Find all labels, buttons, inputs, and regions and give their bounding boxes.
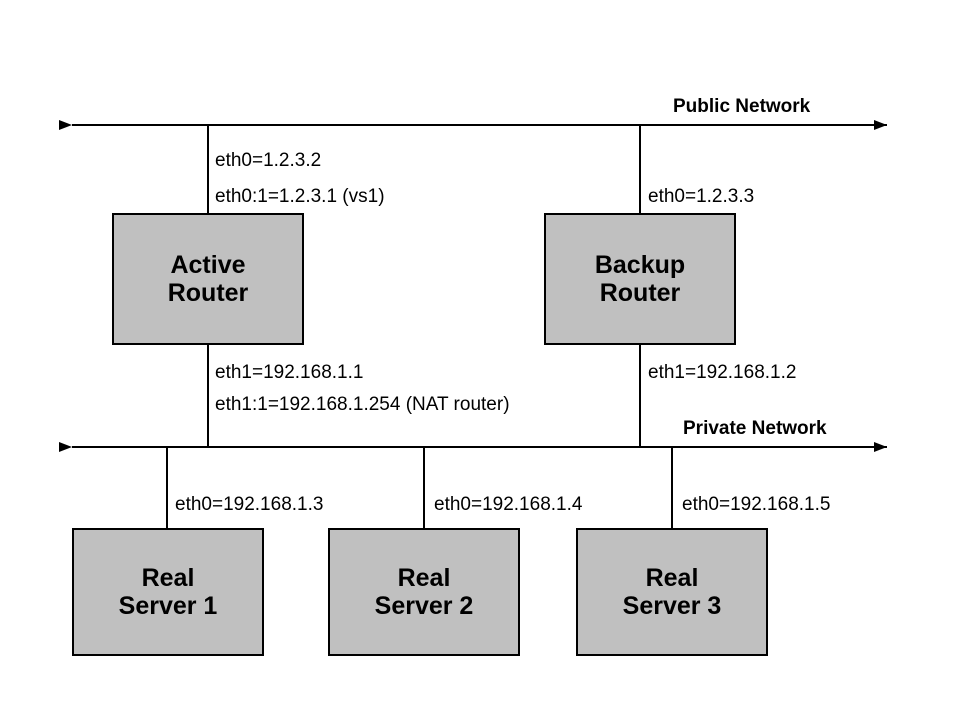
annotation-active-router-eth0-1: eth0:1=1.2.3.1 (vs1) (215, 186, 385, 207)
annotation-active-router-eth1-1: eth1:1=192.168.1.254 (NAT router) (215, 394, 510, 415)
annotation-active-router-eth0: eth0=1.2.3.2 (215, 150, 322, 171)
annotation-real-server-3-eth0: eth0=192.168.1.5 (682, 494, 831, 515)
node-label-line: Active (170, 251, 246, 279)
annotation-backup-router-eth0: eth0=1.2.3.3 (648, 186, 755, 207)
node-label-line: Server 1 (118, 592, 218, 620)
node-label-line: Server 3 (622, 592, 722, 620)
node-label-line: Router (167, 279, 249, 307)
link-lines (166, 125, 673, 528)
node-label-line: Real (141, 564, 195, 592)
annotation-active-router-eth1: eth1=192.168.1.1 (215, 362, 364, 383)
annotation-real-server-1-eth0: eth0=192.168.1.3 (175, 494, 324, 515)
node-label-line: Real (645, 564, 699, 592)
node-label-line: Real (397, 564, 451, 592)
node-label-line: Router (599, 279, 681, 307)
node-label-line: Server 2 (374, 592, 474, 620)
annotation-backup-router-eth1: eth1=192.168.1.2 (648, 362, 797, 383)
node-label-line: Backup (594, 251, 686, 279)
annotation-real-server-2-eth0: eth0=192.168.1.4 (434, 494, 583, 515)
bus-label-private-network: Private Network (683, 418, 827, 439)
bus-label-public-network: Public Network (673, 96, 811, 117)
